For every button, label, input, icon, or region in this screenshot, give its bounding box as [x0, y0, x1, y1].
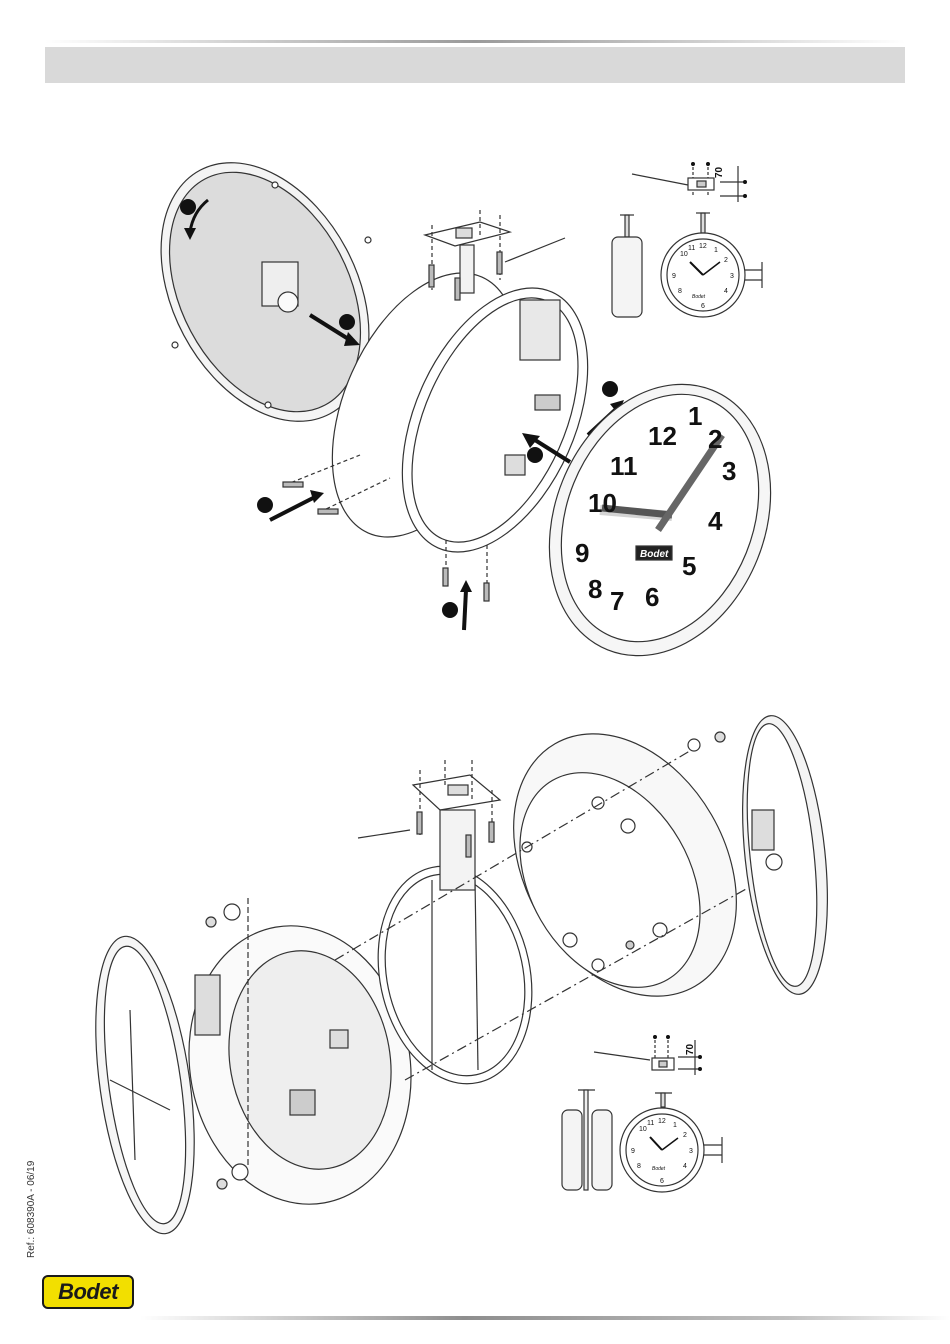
mini-dial-numeral: 2 [683, 1132, 687, 1139]
mini-dial-numeral: 10 [639, 1126, 647, 1133]
clock-front-mini-bottom [620, 1093, 722, 1192]
mini-dial-brand: Bodet [652, 1166, 666, 1172]
dial-numeral: 2 [708, 424, 722, 454]
dial-numeral: 10 [588, 488, 617, 518]
mini-dial-numeral: 12 [699, 243, 707, 250]
mini-dial-numeral: 11 [688, 245, 695, 252]
mini-dial-numeral: 3 [730, 273, 734, 280]
dial-numeral: 4 [708, 506, 723, 536]
dial-numeral: 3 [722, 456, 736, 486]
bottom-exploded-view [80, 694, 840, 1240]
dial-numeral: 5 [682, 551, 696, 581]
dial-numeral: 7 [610, 586, 624, 616]
dimension-label: 70 [685, 1043, 696, 1055]
clock-side-profile-top [612, 215, 642, 317]
document-reference: Ref.: 608390A - 06/19 [26, 1161, 37, 1258]
mini-dial-numeral: 10 [680, 251, 688, 258]
mini-dial-numeral: 2 [724, 257, 728, 264]
mini-dial-numeral: 8 [678, 288, 682, 295]
mini-dial-numeral: 1 [714, 247, 718, 254]
dial-brand: Bodet [640, 549, 669, 560]
front-bezel-left [80, 930, 211, 1240]
mini-dial-numeral: 8 [637, 1163, 641, 1170]
clock-front-mini-top [661, 213, 762, 317]
mini-dial-brand: Bodet [692, 294, 706, 300]
mini-dial-numeral: 9 [631, 1148, 635, 1155]
bottom-rule [140, 1316, 950, 1320]
bottom-screws [442, 540, 489, 630]
logo-text: Bodet [58, 1279, 118, 1305]
dial-numeral: 12 [648, 421, 677, 451]
leader-line [632, 174, 688, 185]
dial-numeral: 11 [610, 451, 638, 481]
clock-side-profile-bottom [562, 1090, 612, 1190]
top-exploded-view [119, 127, 810, 689]
mini-dial-numeral: 6 [660, 1178, 664, 1185]
mini-dial-numeral: 3 [689, 1148, 693, 1155]
dial-numeral: 6 [645, 582, 659, 612]
mini-dial-numeral: 6 [701, 303, 705, 310]
mini-dial-numeral: 4 [683, 1163, 687, 1170]
mini-dial-numeral: 9 [672, 273, 676, 280]
dimension-label: 70 [714, 166, 725, 178]
mini-dial-numeral: 1 [673, 1122, 677, 1129]
mini-dial-numeral: 12 [658, 1118, 666, 1125]
dial-numeral: 9 [575, 538, 589, 568]
mini-dial-numeral: 4 [724, 288, 728, 295]
mini-dial-numeral: 11 [647, 1120, 654, 1127]
bodet-logo: Bodet [42, 1275, 134, 1309]
dial-numeral: 8 [588, 574, 602, 604]
dial-numeral: 1 [688, 401, 702, 431]
